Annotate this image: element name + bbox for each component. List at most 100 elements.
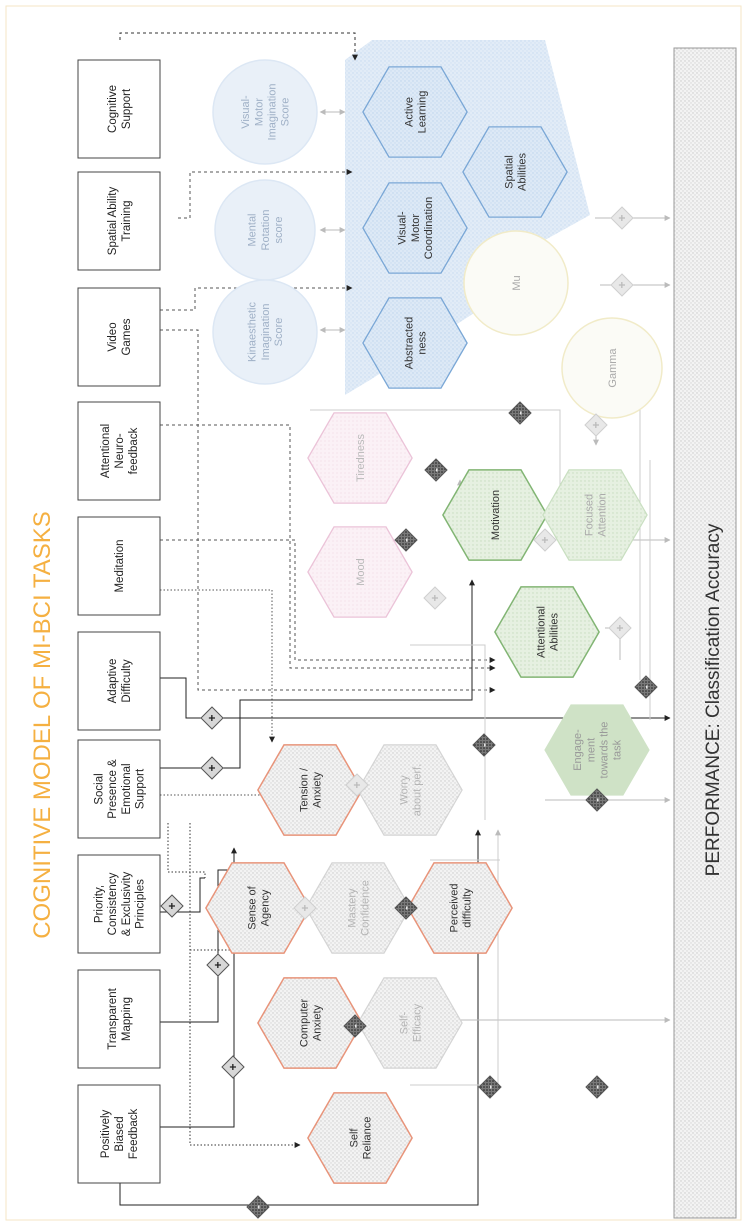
abstractedness-hexagon: Abstractedness [362,297,468,389]
negative-influence-marker: - [508,401,532,425]
influence-diamond [345,773,369,797]
influence-sign: - [477,743,491,747]
focused-attention-label: FocusedAttention [583,493,608,536]
attentional-abilities-label: AttentionalAbilities [535,606,560,658]
influence-diamond [508,401,532,425]
mood-label: Mood [355,558,367,586]
influence-sign: - [590,798,604,802]
positive-influence-marker: + [610,206,634,230]
influence-diamond [424,458,448,482]
influence-diamond [584,413,608,437]
influence-diamond [585,788,609,812]
active-learning-label: ActiveLearning [403,91,428,134]
connector-line [310,409,561,500]
sense-of-agency-hexagon: Sense ofAgency [205,862,311,954]
influence-sign: + [205,714,219,721]
self-efficacy-hexagon: Self-Efficacy [357,977,463,1069]
perceived-difficulty-hexagon: Perceiveddifficulty [407,862,513,954]
influence-sign: + [298,904,312,911]
connector-line [167,823,206,878]
influence-sign: + [613,624,627,631]
positive-influence-marker: + [533,528,557,552]
sense-of-agency-label: Sense ofAgency [246,885,271,929]
influence-diamond [200,706,224,730]
connector-line [160,677,671,721]
influence-sign: - [639,685,653,689]
influence-diamond [394,896,418,920]
performance-bar [673,47,737,1219]
spatial-ability-training-rect [77,171,161,271]
negative-influence-marker: - [394,896,418,920]
computer-anxiety-hexagon: ComputerAnxiety [257,977,363,1069]
perceived-difficulty-label: Perceiveddifficulty [448,884,473,933]
influence-diamond [610,206,634,230]
influence-sign: - [429,468,443,472]
transparent-mapping-rect [77,969,161,1069]
influence-sign: - [513,411,527,415]
influence-sign: + [428,594,442,601]
gamma-shape [561,317,663,419]
positive-influence-marker: + [206,953,230,977]
engagement-hexagon: Engage-menttowards thetask [544,704,650,796]
cognitive-support-rect [77,59,161,159]
kinaesthetic-imagination-circle: KinaestheticImaginationScore [212,279,318,385]
engagement-shape [544,704,650,796]
influence-diamond [423,586,447,610]
tension-anxiety-shape [257,744,363,836]
influence-sign: - [483,1085,497,1089]
diagram-title-text: COGNITIVE MODEL OF MI-BCI TASKS [29,511,56,939]
visual-motor-coordination-shape [362,182,468,274]
visual-motor-coordination-hexagon: Visual-MotorCoordination [362,182,468,274]
negative-influence-marker: - [343,1014,367,1038]
active-learning-hexagon: ActiveLearning [362,66,468,158]
focused-attention-shape [542,469,648,561]
connector-line [160,329,496,693]
influence-diamond [293,896,317,920]
positive-influence-marker: + [160,894,184,918]
mu-circle: Mu [463,230,569,336]
influence-sign: - [399,906,413,910]
motivation-hexagon: Motivation [442,469,548,561]
negative-influence-marker: - [394,528,418,552]
positive-influence-marker: + [293,896,317,920]
connector-line [160,539,496,663]
influence-diamond [478,1075,502,1099]
influence-diamond [634,675,658,699]
influence-diamond [160,894,184,918]
negative-influence-marker: - [424,458,448,482]
hexagons: ActiveLearningSpatialAbilitiesVisual-Mot… [205,66,650,1184]
focused-attention-hexagon: FocusedAttention [542,469,648,561]
spatial-abilities-label: SpatialAbilities [503,153,528,191]
performance-panel: PERFORMANCE: Classification Accuracy [673,47,737,1219]
self-efficacy-label: Self-Efficacy [398,1003,423,1042]
negative-influence-marker: - [246,1195,270,1219]
outer-border [5,5,742,1221]
meditation-rect [77,516,161,616]
influence-sign: + [205,764,219,771]
social-presence-rect [77,739,161,839]
visual-motor-imagination-label: Visual-MotorImaginationScore [240,84,292,141]
positive-influence-marker: + [200,706,224,730]
mental-rotation-circle: MentalRotationscore [214,179,316,281]
mental-rotation-label: MentalRotationscore [247,210,285,251]
influence-diamond [608,616,632,640]
positive-influence-marker: + [423,586,447,610]
influence-diamond [221,1055,245,1079]
mu-label: Mu [511,275,523,290]
diagram-title: COGNITIVE MODEL OF MI-BCI TASKS [29,511,56,939]
connector-line [410,644,486,820]
influence-diamond [533,528,557,552]
self-reliance-hexagon: SelfReliance [307,1092,413,1184]
